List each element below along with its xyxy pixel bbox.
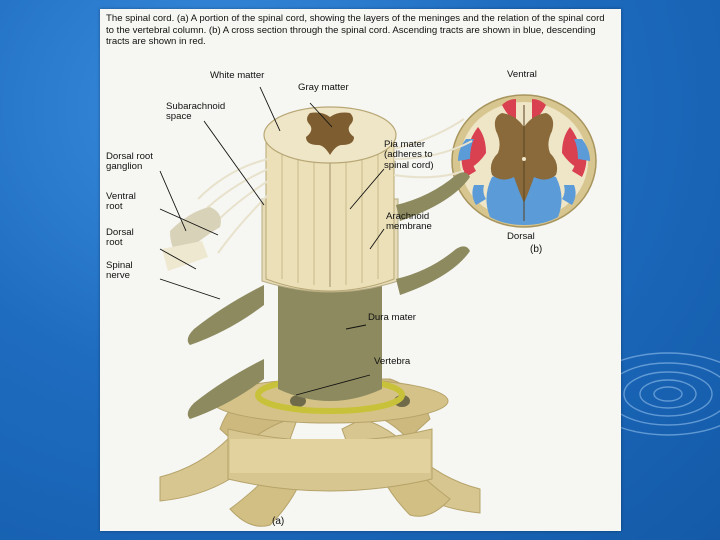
cross-section-b	[452, 95, 596, 227]
label-ventral-root: Ventral root	[106, 192, 136, 213]
label-dorsal-root: Dorsal root	[106, 228, 134, 249]
label-dorsal: Dorsal	[507, 232, 535, 242]
label-gray-matter: Gray matter	[298, 83, 349, 93]
label-spinal-nerve: Spinal nerve	[106, 261, 133, 282]
label-part-b: (b)	[530, 245, 542, 255]
label-part-a: (a)	[272, 517, 284, 527]
label-vertebra: Vertebra	[374, 357, 410, 367]
label-pia-mater: Pia mater (adheres to spinal cord)	[384, 140, 434, 171]
label-subarachnoid-space: Subarachnoid space	[166, 102, 225, 123]
spinal-cord-illustration	[100, 9, 621, 531]
label-arachnoid-membrane: Arachnoid membrane	[386, 212, 432, 233]
label-dorsal-root-ganglion: Dorsal root ganglion	[106, 152, 153, 173]
label-ventral: Ventral	[507, 70, 537, 80]
label-dura-mater: Dura mater	[368, 313, 416, 323]
label-white-matter: White matter	[210, 71, 264, 81]
spinal-cord-figure: The spinal cord. (a) A portion of the sp…	[100, 9, 621, 531]
